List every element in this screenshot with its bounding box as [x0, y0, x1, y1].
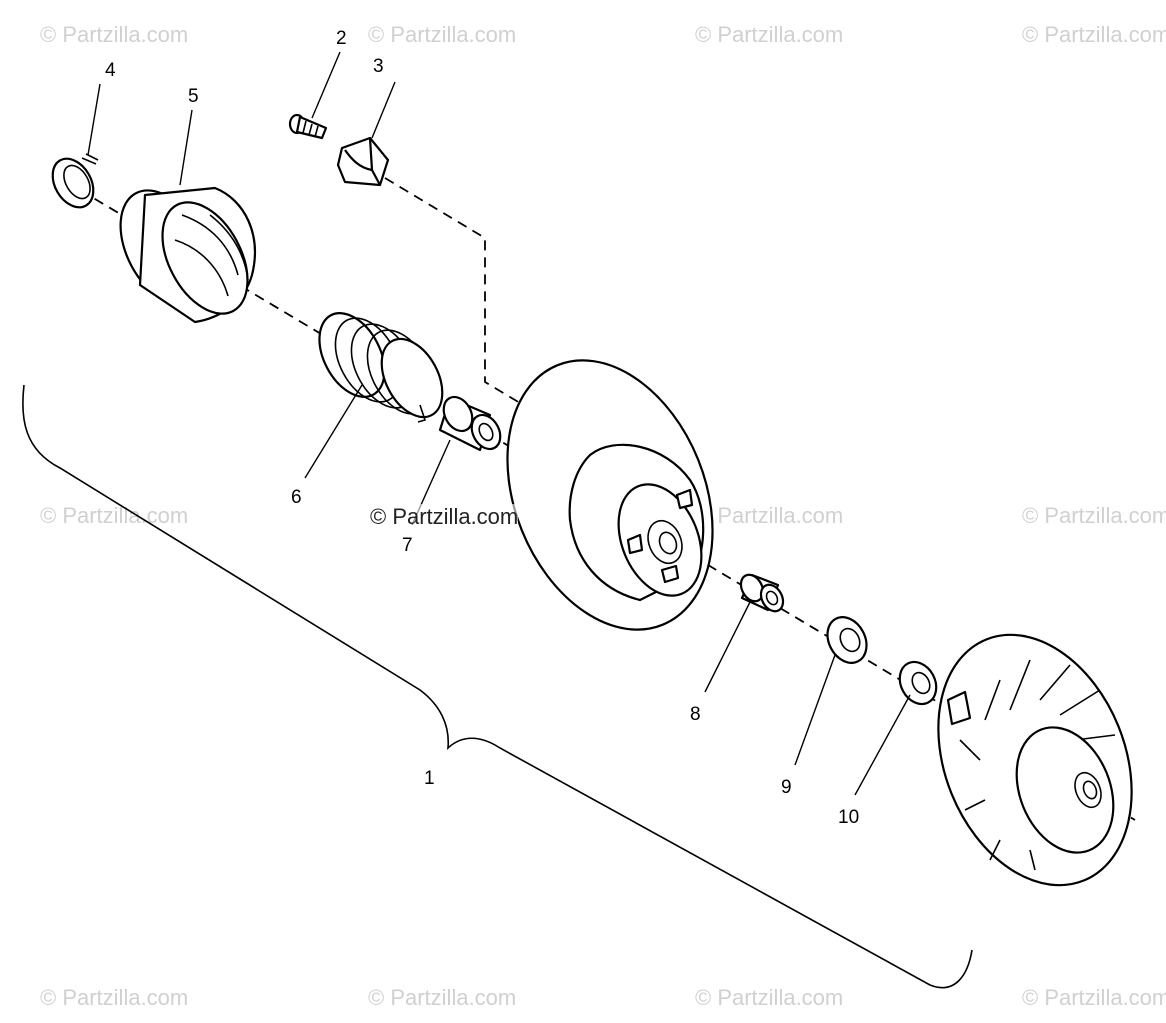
watermark: © Partzilla.com: [368, 22, 517, 47]
helix-cam: [119, 186, 256, 324]
callout-7: 7: [402, 535, 413, 556]
watermark: © Partzilla.com: [1022, 985, 1166, 1010]
callout-9: 9: [781, 777, 792, 798]
leader-line-3: [371, 81, 396, 139]
retaining-ring: [51, 153, 99, 209]
callout-6: 6: [291, 487, 302, 508]
leader-line-2: [311, 51, 341, 119]
watermark: © Partzilla.com: [1022, 503, 1166, 528]
washer-9: [826, 616, 868, 664]
leader-line-8: [704, 601, 751, 693]
leader-line-4: [87, 83, 101, 156]
leader-line-6: [304, 384, 363, 479]
assembly-bracket: [22, 384, 973, 989]
callout-2: 2: [336, 28, 347, 49]
watermark: © Partzilla.com: [40, 503, 189, 528]
watermark: © Partzilla.com: [695, 503, 844, 528]
callout-5: 5: [188, 86, 199, 107]
callout-3: 3: [373, 56, 384, 77]
roller-weight: [336, 136, 390, 187]
washer-10: [898, 660, 938, 706]
screw: [288, 113, 328, 140]
watermark: © Partzilla.com: [40, 985, 189, 1010]
callout-1: 1: [424, 768, 435, 789]
watermark: © Partzilla.com: [695, 985, 844, 1010]
watermark-center: © Partzilla.com: [370, 504, 519, 530]
callout-8: 8: [690, 704, 701, 725]
callout-10: 10: [838, 807, 859, 828]
sheave-bushing: [739, 573, 785, 613]
stationary-sheave: [937, 633, 1133, 887]
spring: [318, 312, 444, 423]
watermark: © Partzilla.com: [368, 985, 517, 1010]
callout-4: 4: [105, 60, 116, 81]
leader-line-9: [794, 654, 836, 766]
watermark: © Partzilla.com: [1022, 22, 1166, 47]
leader-line-5: [179, 109, 193, 186]
bushing: [438, 395, 502, 452]
watermark: © Partzilla.com: [40, 22, 189, 47]
moveable-sheave: [506, 359, 714, 631]
leader-line-10: [854, 694, 911, 796]
watermark: © Partzilla.com: [695, 22, 844, 47]
